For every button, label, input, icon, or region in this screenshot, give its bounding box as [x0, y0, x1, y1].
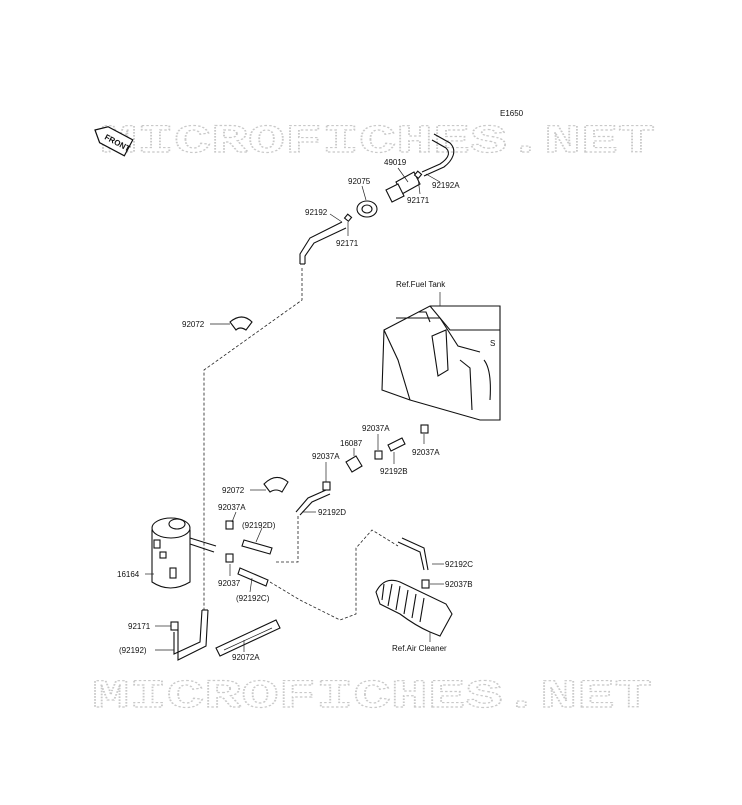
clamp-92037-canister	[225, 553, 234, 563]
leader-lines	[145, 167, 444, 652]
bracket-92072A	[215, 619, 281, 657]
clamp-92037A-canister	[225, 520, 234, 530]
label-92192C-paren: (92192C)	[236, 594, 270, 603]
canister-16164	[151, 517, 217, 589]
clamp-92037A-joint	[374, 450, 383, 460]
hose-92192D-upper	[295, 489, 331, 516]
watermark-top: MICROFICHES.NET	[100, 120, 655, 165]
label-92171-mid: 92171	[336, 239, 359, 248]
clamp-92037B	[421, 579, 430, 589]
hose-92192-lower	[173, 609, 209, 661]
clamp-92072-mid	[263, 476, 289, 493]
svg-text:S: S	[490, 339, 495, 348]
label-92075: 92075	[348, 177, 371, 186]
label-92171-upper: 92171	[407, 196, 430, 205]
fuel-filter-49019	[385, 171, 421, 203]
clamp-92072-top	[229, 316, 253, 331]
hose-92192C-lower	[237, 567, 269, 587]
label-92072-top: 92072	[182, 320, 205, 329]
separator-16087	[345, 455, 363, 473]
label-92192-paren: (92192)	[119, 646, 147, 655]
label-92037B: 92037B	[445, 580, 473, 589]
label-92171-lower: 92171	[128, 622, 151, 631]
label-92037A-sep: 92037A	[312, 452, 340, 461]
label-92192D-paren: (92192D)	[242, 521, 276, 530]
clamp-92171-lower	[170, 621, 179, 631]
hose-92192-upper	[299, 221, 347, 265]
hose-92192B	[387, 437, 406, 452]
hose-92192C-upper	[397, 537, 429, 571]
label-92192C: 92192C	[445, 560, 473, 569]
clamp-92037A-tank	[420, 424, 429, 434]
label-16087: 16087	[340, 439, 363, 448]
label-92037: 92037	[218, 579, 241, 588]
label-92072-mid: 92072	[222, 486, 245, 495]
air-cleaner-duct-ref	[375, 579, 453, 637]
label-92192D: 92192D	[318, 508, 346, 517]
clamp-92037A-sep	[322, 481, 331, 491]
watermark-bottom: MICROFICHES.NET	[92, 675, 652, 720]
label-49019: 49019	[384, 158, 407, 167]
label-92192B: 92192B	[380, 467, 408, 476]
label-92037A-tank: 92037A	[412, 448, 440, 457]
clamp-92171-mid	[343, 213, 353, 223]
label-16164: 16164	[117, 570, 140, 579]
front-arrow-icon: FRONT	[94, 126, 134, 157]
label-92037A-joint: 92037A	[362, 424, 390, 433]
hose-92192D-lower	[241, 539, 273, 555]
label-92072A: 92072A	[232, 653, 260, 662]
check-valve-92075	[356, 200, 378, 218]
label-92037A-canister: 92037A	[218, 503, 246, 512]
ref-air-cleaner-label: Ref.Air Cleaner	[392, 644, 447, 653]
fuel-tank-ref: S	[381, 305, 501, 421]
hose-92192A	[421, 133, 455, 177]
diagram-code: E1650	[500, 109, 524, 118]
clamp-92171-upper	[413, 170, 423, 180]
ref-fuel-tank-label: Ref.Fuel Tank	[396, 280, 446, 289]
label-92192A: 92192A	[432, 181, 460, 190]
label-92192: 92192	[305, 208, 328, 217]
